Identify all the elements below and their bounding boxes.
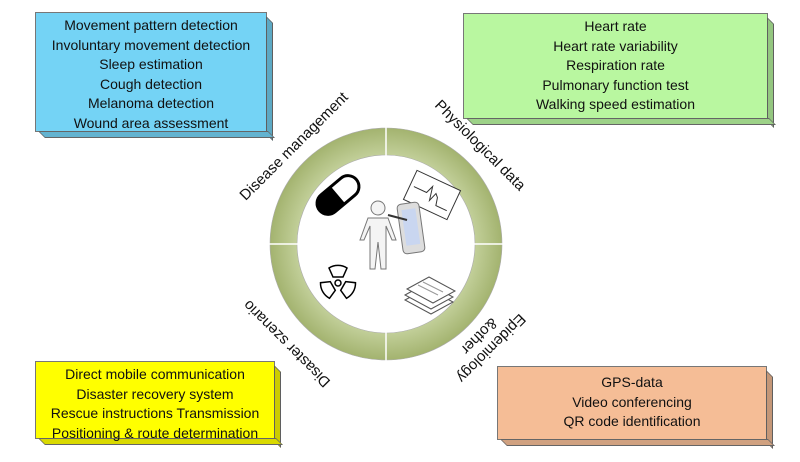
item: Pulmonary function test — [542, 76, 689, 93]
item: Melanoma detection — [87, 95, 215, 111]
item: Involuntary movement detection — [51, 36, 251, 53]
disease-management-box: Movement pattern detection Involuntary m… — [35, 12, 267, 132]
documents-icon — [403, 276, 457, 315]
physiological-data-box: Heart rate Heart rate variability Respir… — [463, 13, 768, 119]
item: Video conferencing — [572, 393, 692, 410]
disaster-box: Direct mobile communication Disaster rec… — [35, 361, 275, 441]
person-tablet-icon — [359, 200, 426, 270]
item: Walking speed estimation — [535, 96, 695, 112]
item: Disaster recovery system — [76, 385, 234, 402]
item: Heart rate variability — [553, 37, 678, 54]
radiation-icon — [319, 264, 357, 300]
item: Sleep estimation — [99, 56, 203, 72]
pill-icon — [315, 174, 361, 216]
item: Movement pattern detection — [64, 17, 238, 33]
item: Cough detection — [100, 75, 202, 92]
item: Wound area assessment — [73, 114, 229, 131]
item: Direct mobile communication — [65, 366, 245, 382]
epidemiology-box: GPS-data Video conferencing QR code iden… — [497, 366, 767, 440]
item: Positioning & route determination — [51, 424, 259, 441]
item: GPS-data — [601, 374, 663, 390]
item: Respiration rate — [566, 57, 665, 73]
item: QR code identification — [563, 413, 701, 429]
item: Rescue instructions Transmission — [50, 405, 260, 421]
ecg-icon — [402, 169, 462, 221]
item: Heart rate — [584, 18, 647, 34]
